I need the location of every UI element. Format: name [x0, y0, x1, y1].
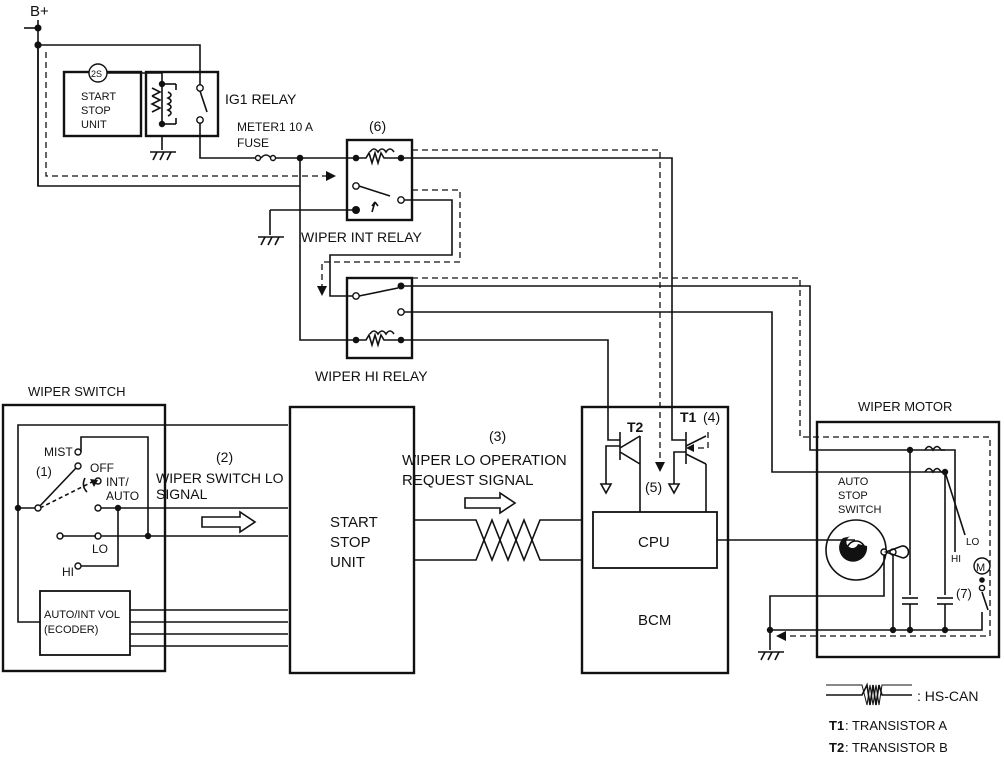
mist-label: MIST [44, 445, 73, 459]
legend-t1-desc: : TRANSISTOR A [845, 718, 947, 733]
bcm-label: BCM [638, 612, 671, 629]
wiper-switch-lo-signal: (2) WIPER SWITCH LO SIGNAL [156, 449, 284, 534]
meter1-fuse: METER1 10 A FUSE [237, 120, 356, 341]
cpu-label: CPU [638, 534, 670, 551]
ss-small-line-3: UNIT [81, 119, 107, 131]
current-flow-paths [45, 52, 991, 641]
fuse-label-line-2: FUSE [237, 136, 269, 150]
bcm: CPU BCM T2 T1 (4) (5) [580, 405, 855, 675]
encoder-label-2: (ECODER) [44, 624, 98, 636]
hi-label: HI [62, 565, 74, 579]
ig1-relay: IG1 RELAY [144, 70, 297, 161]
int-auto-label-2: AUTO [106, 489, 139, 503]
request-signal-label-1: WIPER LO OPERATION [402, 452, 567, 469]
legend-t2-key: T2 [829, 740, 844, 755]
legend: : HS-CAN T1 : TRANSISTOR A T2 : TRANSIST… [826, 682, 978, 755]
signal-index-2: (2) [216, 449, 233, 465]
lo-signal-label-1: WIPER SWITCH LO [156, 470, 284, 486]
position-index-1: (1) [36, 464, 52, 479]
lo-label: LO [92, 542, 108, 556]
wiper-hi-relay: WIPER HI RELAY [315, 157, 945, 473]
ss-unit-line-2: STOP [330, 534, 371, 551]
ground-symbol [150, 151, 176, 161]
auto-stop-label-1: AUTO [838, 476, 869, 488]
hs-can-bus: (3) WIPER LO OPERATION REQUEST SIGNAL [402, 428, 582, 563]
auto-stop-label-3: SWITCH [838, 504, 881, 516]
wiper-motor: WIPER MOTOR LO HI M (7) AUTO STOP SWITCH [758, 399, 1001, 661]
ig1-relay-label: IG1 RELAY [225, 91, 297, 107]
auto-stop-label-2: STOP [838, 490, 868, 502]
wiper-switch: WIPER SWITCH MIST (1) OFF INT/ AUTO LO H… [1, 384, 288, 673]
int-auto-label-1: INT/ [106, 475, 129, 489]
ss-unit-line-1: START [330, 514, 378, 531]
ground-symbol [258, 236, 284, 246]
motor-lo-label: LO [966, 537, 980, 548]
signal-index-3: (3) [489, 428, 506, 444]
off-label: OFF [90, 461, 114, 475]
motor-index-7: (7) [956, 586, 972, 601]
encoder-label-1: AUTO/INT VOL [44, 609, 120, 621]
start-stop-unit: START STOP UNIT [288, 405, 416, 675]
ss-unit-line-3: UNIT [330, 554, 365, 571]
ss-small-line-2: STOP [81, 105, 111, 117]
wiper-int-relay: (6) WIPER INT RELAY [258, 118, 453, 297]
wiper-hi-relay-label: WIPER HI RELAY [315, 368, 428, 384]
b-plus-label: B+ [30, 3, 49, 20]
signal-index-5: (5) [645, 479, 662, 495]
motor-m-label: M [976, 562, 985, 574]
wiper-motor-label: WIPER MOTOR [858, 399, 952, 414]
motor-hi-label: HI [951, 554, 961, 565]
t1-label: T1 [680, 409, 697, 425]
fuse-label-line-1: METER1 10 A [237, 120, 313, 134]
ss-icon-label: 2S [91, 69, 102, 79]
legend-t2-desc: : TRANSISTOR B [845, 740, 948, 755]
signal-index-4: (4) [703, 409, 720, 425]
t2-label: T2 [627, 419, 644, 435]
wiper-int-relay-label: WIPER INT RELAY [301, 229, 423, 245]
legend-t1-key: T1 [829, 718, 844, 733]
start-stop-unit-small: 2S START STOP UNIT [62, 63, 163, 138]
legend-hs-can: : HS-CAN [917, 688, 978, 704]
ground-symbol [758, 651, 784, 661]
power-supply-wiring: B+ [24, 3, 300, 187]
lo-signal-label-2: SIGNAL [156, 486, 208, 502]
relay-index-6: (6) [369, 118, 386, 134]
wiper-switch-label: WIPER SWITCH [28, 384, 126, 399]
ss-small-line-1: START [81, 91, 116, 103]
request-signal-label-2: REQUEST SIGNAL [402, 472, 533, 489]
